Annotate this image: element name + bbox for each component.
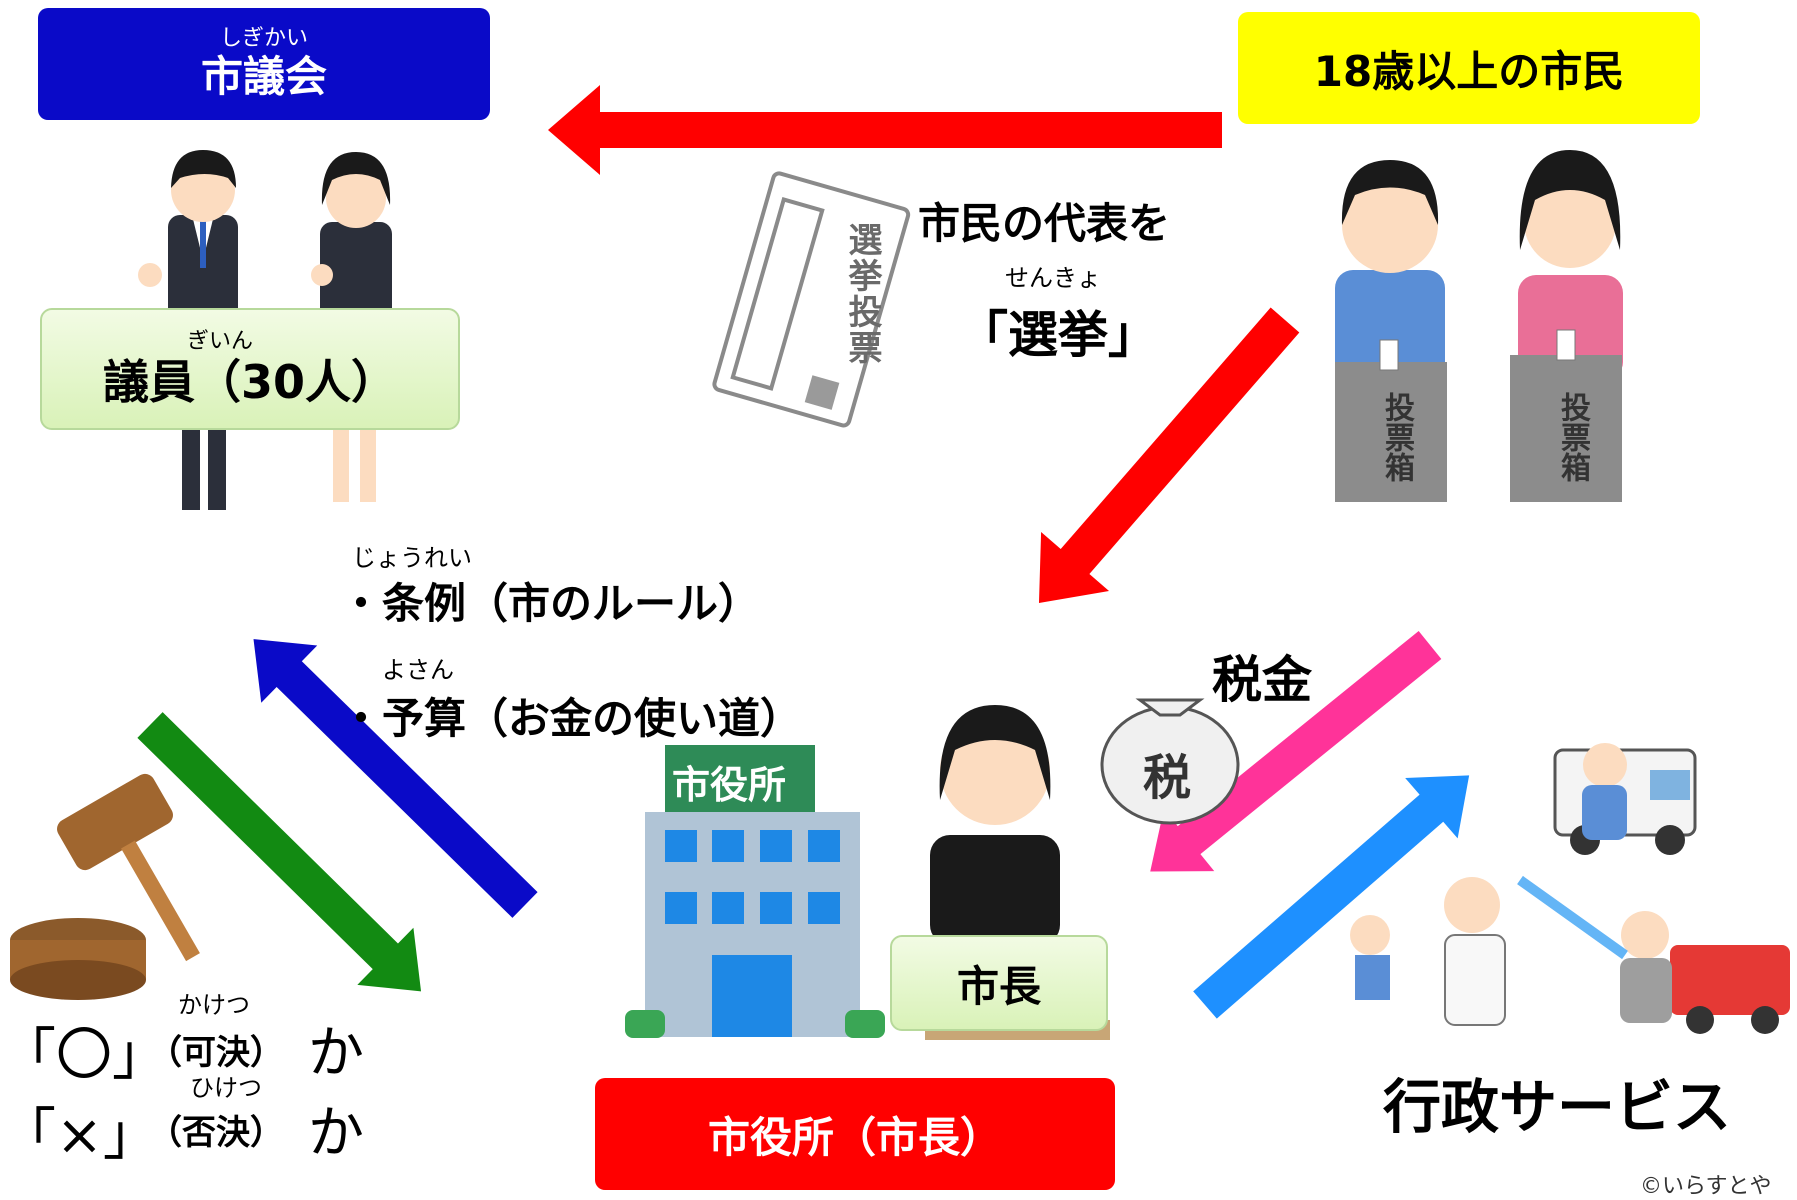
election-ruby: せんきょ [1005, 264, 1101, 292]
budget-text: ・予算（お金の使い道） [340, 694, 803, 743]
reject-symbol: 「×」 [0, 1103, 159, 1168]
pass-label: （可決） [148, 1033, 284, 1073]
city-council-label: 市議会 [200, 52, 327, 101]
council-members-count: 議員（30人） [102, 355, 397, 409]
ballot-box-label-right: 投票箱 [1555, 392, 1590, 482]
city-hall-building-illustration [625, 745, 885, 1038]
ordinance-ruby: じょうれい [352, 544, 472, 572]
ballot-box-label-left: 投票箱 [1379, 392, 1414, 482]
council-members-ruby: ぎいん [186, 329, 253, 354]
reject-label: （否決） [148, 1113, 284, 1153]
gavel-illustration [10, 773, 200, 1000]
service-arrow-to-residents [1193, 775, 1470, 1019]
decision-arrow-to-office [137, 712, 422, 992]
election-arrow-to-mayor [1038, 307, 1300, 604]
tax-bag-text: 税 [1143, 750, 1192, 806]
mayor-label: 市長 [890, 935, 1108, 1031]
illustration-credit: ©いらすとや [1640, 1174, 1772, 1199]
tax-arrow-to-office [1150, 631, 1442, 872]
election-line1: 市民の代表を [918, 199, 1171, 248]
tax-label: 税金 [1212, 651, 1312, 709]
ballot-paper-illustration [712, 171, 911, 428]
citizens-voting-illustration [1335, 150, 1623, 502]
citizens-title: 18歳以上の市民 [1238, 12, 1700, 124]
city-office-title: 市役所（市長） [595, 1078, 1115, 1190]
election-arrow-to-council [548, 85, 1222, 175]
pass-symbol: 「〇」 [0, 1023, 168, 1088]
services-label: 行政サービス [1383, 1073, 1732, 1141]
ballot-text: 選挙投票 [842, 222, 882, 366]
city-council-ruby: しぎかい [219, 26, 308, 51]
election-line2: 「選挙」 [958, 306, 1158, 364]
reject-ka: か [308, 1101, 364, 1166]
tax-bag-illustration [1100, 698, 1240, 825]
proposal-arrow-to-council [253, 639, 538, 918]
pass-ruby: かけつ [178, 991, 250, 1019]
public-services-illustration [1350, 743, 1790, 1034]
council-members-label: ぎいん 議員（30人） [40, 308, 460, 430]
city-hall-sign: 市役所 [672, 763, 787, 807]
budget-ruby: よさん [382, 656, 454, 684]
pass-ka: か [308, 1021, 364, 1086]
ordinance-text: ・条例（市のルール） [340, 579, 761, 628]
city-council-title: しぎかい 市議会 [38, 8, 490, 120]
reject-ruby: ひけつ [190, 1074, 262, 1102]
